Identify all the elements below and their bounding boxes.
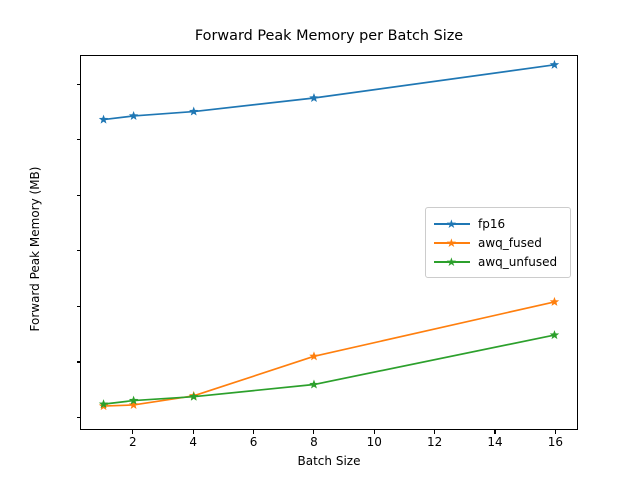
y-axis-tick-mark bbox=[76, 361, 80, 363]
x-axis-tick-mark bbox=[313, 430, 315, 434]
series-fp16 bbox=[98, 59, 560, 124]
y-axis-tick-mark bbox=[76, 250, 80, 252]
y-axis-tick-mark bbox=[76, 194, 80, 196]
series-canvas bbox=[98, 59, 560, 411]
x-axis-tick-mark bbox=[554, 430, 556, 434]
x-axis-tick-label: 2 bbox=[128, 435, 137, 449]
data-point-marker bbox=[309, 379, 319, 389]
x-axis-tick-mark bbox=[434, 430, 436, 434]
x-axis-label: Batch Size bbox=[297, 454, 361, 468]
legend-item-awq_unfused: ★ awq_unfused bbox=[434, 252, 562, 271]
legend-line bbox=[434, 223, 470, 225]
legend-line bbox=[434, 261, 470, 263]
data-point-marker bbox=[549, 59, 560, 69]
chart-legend: ★ fp16 ★ awq_fused ★ awq_unfused bbox=[425, 207, 571, 278]
legend-swatch: ★ bbox=[434, 217, 470, 231]
legend-line bbox=[434, 242, 470, 244]
x-axis-tick-label: 10 bbox=[366, 435, 382, 449]
x-axis-tick-mark bbox=[494, 430, 496, 434]
data-point-marker bbox=[128, 110, 139, 120]
data-point-marker bbox=[188, 106, 199, 116]
legend-swatch: ★ bbox=[434, 255, 470, 269]
y-axis-tick-mark bbox=[76, 417, 80, 419]
series-line bbox=[102, 334, 556, 405]
x-axis-tick-label: 12 bbox=[426, 435, 443, 449]
data-point-marker bbox=[128, 399, 139, 409]
data-point-marker bbox=[98, 399, 109, 409]
star-icon: ★ bbox=[446, 235, 457, 250]
data-point-marker bbox=[549, 296, 560, 306]
data-point-marker bbox=[309, 351, 319, 361]
x-axis-tick-mark bbox=[252, 430, 255, 434]
legend-label: awq_fused bbox=[478, 235, 542, 250]
plot-area bbox=[80, 55, 578, 430]
legend-label: awq_unfused bbox=[478, 254, 558, 269]
data-point-marker bbox=[549, 330, 560, 340]
series-line bbox=[102, 63, 556, 121]
legend-label: fp16 bbox=[478, 216, 506, 231]
chart-title: Forward Peak Memory per Batch Size bbox=[194, 28, 464, 44]
x-axis-tick-label: 14 bbox=[487, 435, 503, 449]
series-awq_fused bbox=[98, 296, 560, 411]
data-point-marker bbox=[128, 395, 139, 405]
legend-item-awq_fused: ★ awq_fused bbox=[434, 233, 562, 252]
legend-swatch: ★ bbox=[434, 236, 470, 250]
x-axis-tick-label: 16 bbox=[547, 435, 563, 449]
data-point-marker bbox=[98, 114, 109, 124]
star-icon: ★ bbox=[446, 216, 457, 231]
x-axis-tick-label: 4 bbox=[189, 435, 197, 449]
x-axis-tick-mark bbox=[373, 430, 375, 434]
x-axis-tick-mark bbox=[132, 430, 134, 434]
x-axis-tick-label: 6 bbox=[249, 435, 258, 449]
data-point-marker bbox=[188, 391, 199, 401]
series-awq_unfused bbox=[98, 330, 560, 409]
data-point-marker bbox=[309, 93, 319, 103]
x-axis-tick-mark bbox=[192, 430, 194, 434]
x-axis-tick-label: 8 bbox=[310, 435, 318, 449]
y-axis-tick-mark bbox=[76, 305, 80, 307]
series-line bbox=[102, 301, 556, 407]
y-axis-tick-mark bbox=[76, 83, 80, 85]
y-axis-tick-mark bbox=[76, 139, 80, 141]
star-icon: ★ bbox=[446, 254, 457, 269]
legend-item-fp16: ★ fp16 bbox=[434, 214, 562, 233]
y-axis-label: Forward Peak Memory (MB) bbox=[28, 166, 42, 332]
